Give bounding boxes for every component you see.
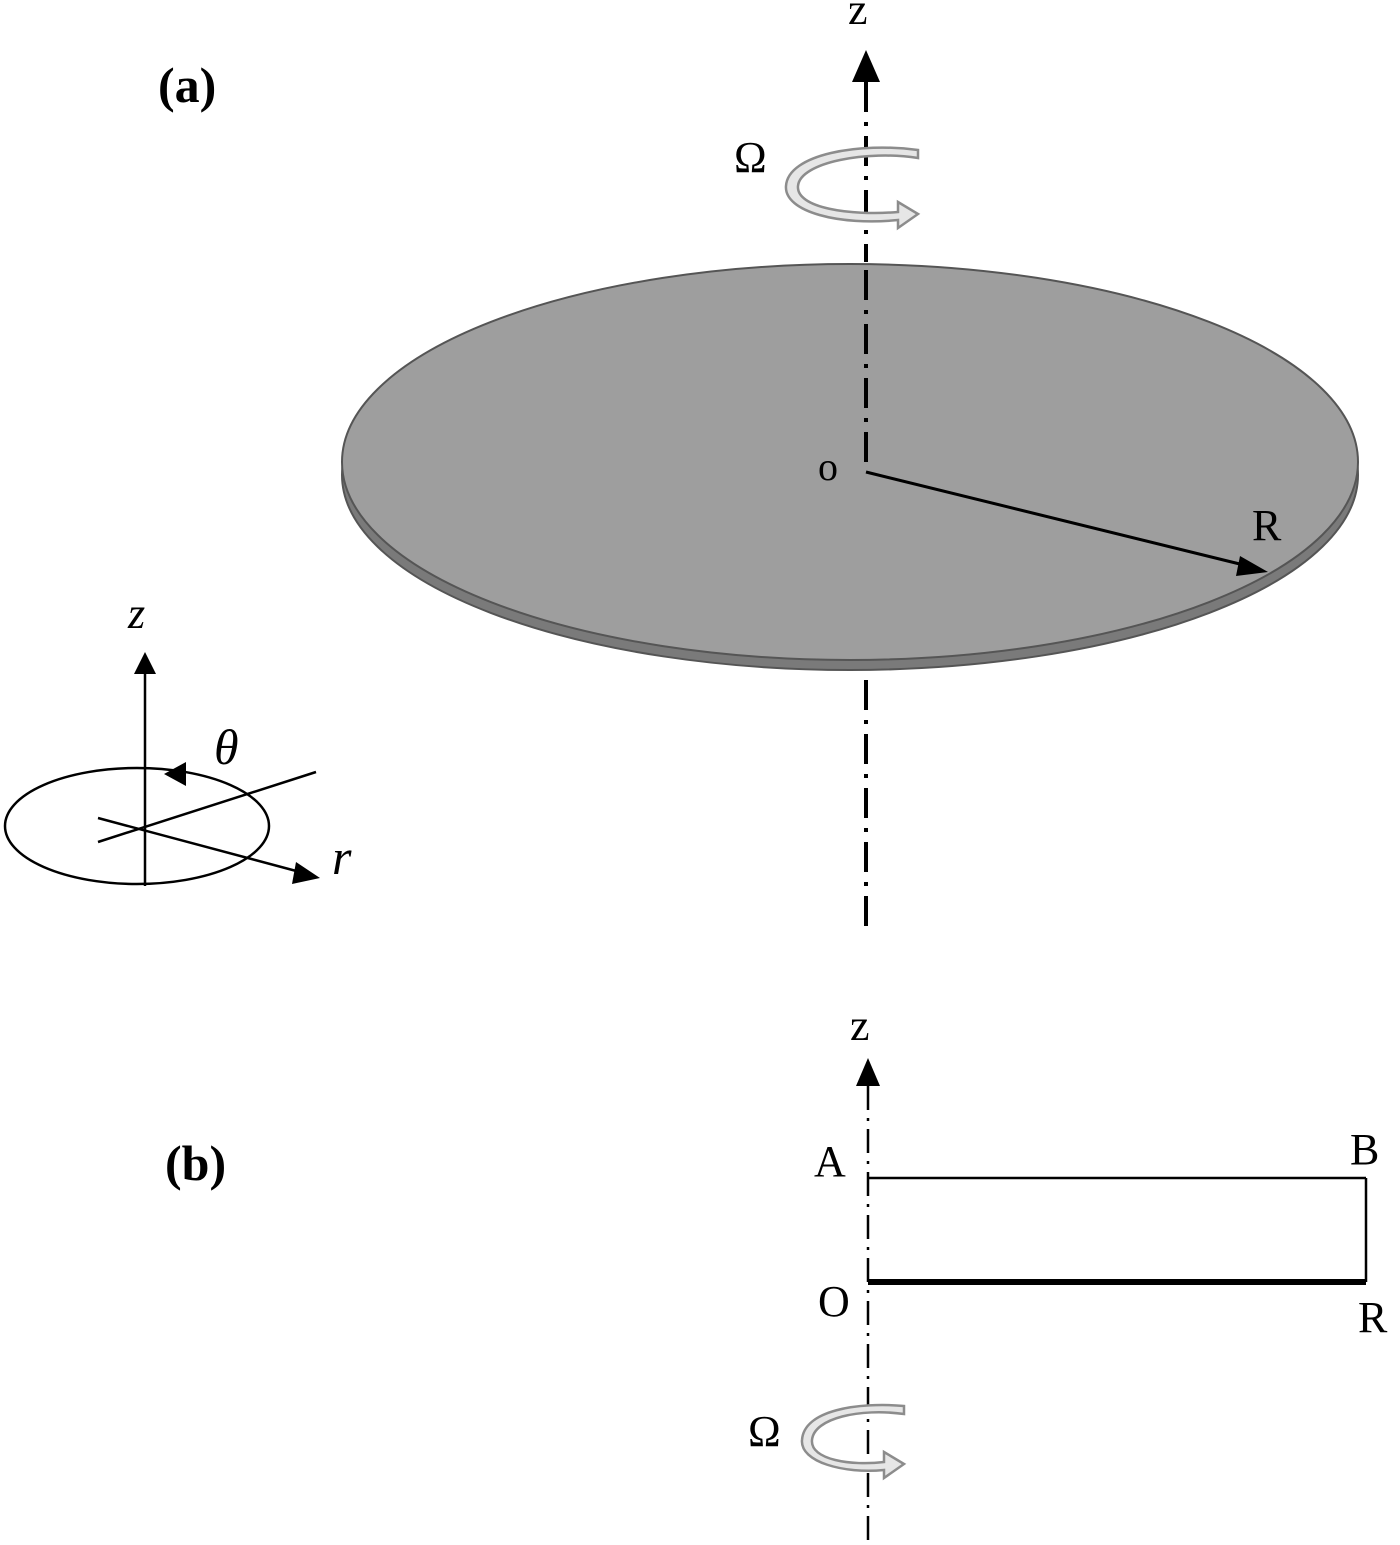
corner-label-O: O bbox=[818, 1277, 850, 1326]
r-label: r bbox=[332, 829, 352, 885]
cross-line bbox=[97, 770, 317, 844]
radius-label: R bbox=[1252, 501, 1282, 550]
theta-arrowhead bbox=[164, 762, 186, 786]
radius-line bbox=[865, 470, 1257, 570]
rotation-arrow-b bbox=[800, 1403, 907, 1481]
z-arrowhead-small bbox=[134, 652, 156, 674]
panel-b-label: (b) bbox=[165, 1135, 226, 1191]
rotation-arrow-a bbox=[784, 146, 921, 231]
disk bbox=[341, 263, 1359, 671]
z-axis-b-arrowhead bbox=[856, 1058, 880, 1086]
coordinate-system: z θ r bbox=[3, 589, 352, 886]
panel-b: (b) z A B O R Ω bbox=[165, 1001, 1388, 1545]
origin-label: o bbox=[818, 444, 838, 489]
r-axis-line bbox=[97, 816, 301, 874]
panel-a-label: (a) bbox=[158, 57, 216, 113]
r-arrowhead bbox=[292, 862, 320, 884]
corner-label-B: B bbox=[1350, 1125, 1379, 1174]
disk-face bbox=[341, 263, 1359, 661]
z-label-small: z bbox=[127, 589, 145, 638]
corner-label-R: R bbox=[1358, 1293, 1388, 1342]
panel-a: (a) z Ω o R bbox=[158, 0, 1359, 930]
z-axis-arrowhead bbox=[852, 50, 880, 82]
omega-label-a: Ω bbox=[734, 133, 767, 182]
z-axis-label: z bbox=[848, 0, 868, 34]
theta-ellipse bbox=[3, 766, 271, 886]
radius-arrowhead bbox=[1236, 556, 1268, 576]
omega-label-b: Ω bbox=[748, 1407, 781, 1456]
corner-label-A: A bbox=[814, 1137, 846, 1186]
theta-label: θ bbox=[214, 719, 239, 775]
z-axis-b-label: z bbox=[850, 1001, 870, 1050]
